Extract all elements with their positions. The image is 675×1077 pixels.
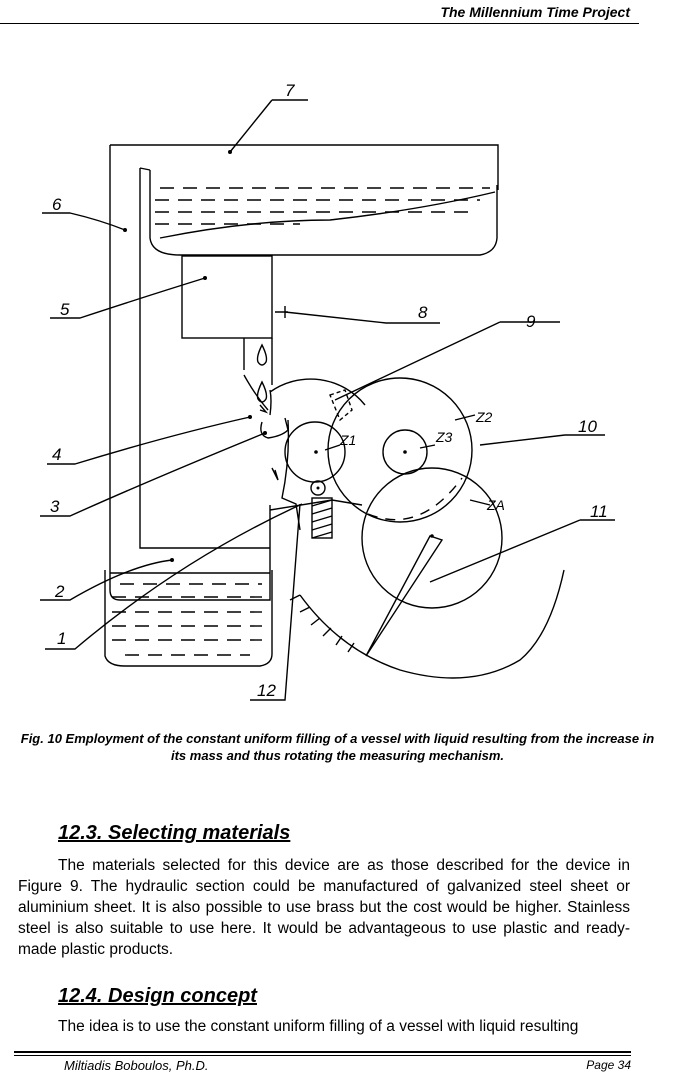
label-8: 8 <box>418 303 428 322</box>
bucket-wheel <box>269 378 366 406</box>
drop-1 <box>256 343 268 366</box>
footer-rule <box>14 1051 631 1053</box>
gear-z2 <box>327 377 473 523</box>
figure-caption: Fig. 10 Employment of the constant unifo… <box>20 731 655 763</box>
nozzle <box>243 338 273 385</box>
scale-arc <box>299 569 565 679</box>
label-4: 4 <box>52 445 61 464</box>
block-5 <box>181 255 273 339</box>
arm-11 <box>365 535 444 657</box>
bucket <box>260 417 289 439</box>
gear-za <box>361 467 503 609</box>
header-title: The Millennium Time Project <box>440 4 630 20</box>
label-z1: Z1 <box>339 432 356 448</box>
outer-frame <box>109 145 271 601</box>
label-za: ZA <box>486 497 505 513</box>
label-1: 1 <box>57 629 66 648</box>
label-11: 11 <box>590 502 608 521</box>
pivot-ring <box>310 480 326 496</box>
label-2: 2 <box>54 582 65 601</box>
page-number: Page 34 <box>586 1058 631 1072</box>
technical-drawing: 7 6 5 8 9 10 4 3 11 2 1 12 Z1 Z3 Z2 ZA <box>40 81 615 701</box>
ratchet <box>311 497 333 539</box>
label-7: 7 <box>285 81 295 100</box>
section-body-materials: The materials selected for this device a… <box>18 857 630 958</box>
label-10: 10 <box>578 417 597 436</box>
label-6: 6 <box>52 195 62 214</box>
label-z3: Z3 <box>435 429 453 445</box>
upper-vessel <box>149 170 498 256</box>
gear-z3 <box>382 429 428 475</box>
footer-rule-thin <box>14 1055 631 1056</box>
header-rule <box>0 23 639 24</box>
lower-vessel <box>104 570 273 667</box>
dividing-wall <box>139 168 270 549</box>
section-body-design: The idea is to use the constant uniform … <box>58 1018 579 1035</box>
section-heading-materials: 12.3. Selecting materials <box>58 822 291 844</box>
label-z2: Z2 <box>475 409 493 425</box>
label-3: 3 <box>50 497 60 516</box>
label-12: 12 <box>257 681 276 700</box>
footer-author: Miltiadis Boboulos, Ph.D. <box>64 1058 209 1073</box>
label-5: 5 <box>60 300 70 319</box>
section-heading-design: 12.4. Design concept <box>58 985 257 1007</box>
label-9: 9 <box>526 312 536 331</box>
